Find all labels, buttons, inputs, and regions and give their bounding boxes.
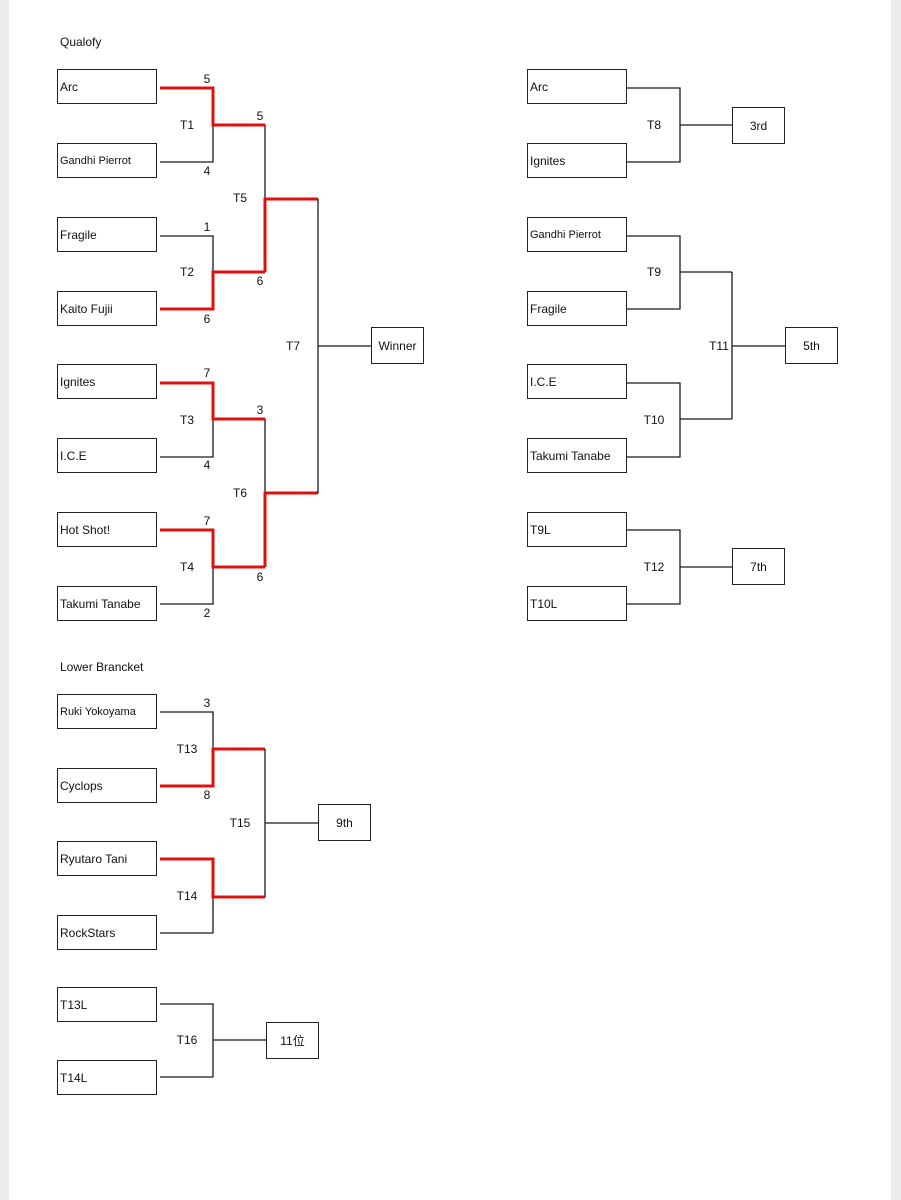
match-label-t8: T8 bbox=[646, 118, 662, 132]
team-slot: Takumi Tanabe bbox=[527, 438, 627, 473]
team-slot: Gandhi Pierrot bbox=[57, 143, 157, 178]
team-slot: T13L bbox=[57, 987, 157, 1022]
match-label-t12: T12 bbox=[643, 560, 665, 574]
result-box-3rd: 3rd bbox=[732, 107, 785, 144]
winner-box: Winner bbox=[371, 327, 424, 364]
team-slot: Hot Shot! bbox=[57, 512, 157, 547]
match-label-t5: T5 bbox=[232, 191, 248, 205]
match-label-t7: T7 bbox=[285, 339, 301, 353]
score-label: 3 bbox=[256, 403, 264, 417]
match-label-t6: T6 bbox=[232, 486, 248, 500]
result-box-7th: 7th bbox=[732, 548, 785, 585]
match-label-t9: T9 bbox=[646, 265, 662, 279]
score-label: 2 bbox=[203, 606, 211, 620]
team-slot: T10L bbox=[527, 586, 627, 621]
score-label: 6 bbox=[256, 570, 264, 584]
team-slot: Gandhi Pierrot bbox=[527, 217, 627, 252]
team-slot: Arc bbox=[57, 69, 157, 104]
score-label: 4 bbox=[203, 458, 211, 472]
score-label: 5 bbox=[256, 109, 264, 123]
score-label: 1 bbox=[203, 220, 211, 234]
team-slot: Fragile bbox=[527, 291, 627, 326]
team-slot: Cyclops bbox=[57, 768, 157, 803]
team-slot: Ignites bbox=[57, 364, 157, 399]
team-slot: Takumi Tanabe bbox=[57, 586, 157, 621]
team-slot: Fragile bbox=[57, 217, 157, 252]
score-label: 7 bbox=[203, 366, 211, 380]
result-box-11th: 11位 bbox=[266, 1022, 319, 1059]
score-label: 7 bbox=[203, 514, 211, 528]
team-slot: T14L bbox=[57, 1060, 157, 1095]
match-label-t11: T11 bbox=[709, 339, 729, 353]
match-label-t13: T13 bbox=[176, 742, 198, 756]
match-label-t1: T1 bbox=[179, 118, 195, 132]
team-slot: Ruki Yokoyama bbox=[57, 694, 157, 729]
score-label: 3 bbox=[203, 696, 211, 710]
team-slot: I.C.E bbox=[57, 438, 157, 473]
team-slot: Ryutaro Tani bbox=[57, 841, 157, 876]
score-label: 6 bbox=[203, 312, 211, 326]
match-label-t2: T2 bbox=[179, 265, 195, 279]
team-slot: RockStars bbox=[57, 915, 157, 950]
score-label: 5 bbox=[203, 72, 211, 86]
team-slot: I.C.E bbox=[527, 364, 627, 399]
result-box-9th: 9th bbox=[318, 804, 371, 841]
match-label-t16: T16 bbox=[176, 1033, 198, 1047]
score-label: 6 bbox=[256, 274, 264, 288]
match-label-t15: T15 bbox=[229, 816, 251, 830]
team-slot: Ignites bbox=[527, 143, 627, 178]
team-slot: T9L bbox=[527, 512, 627, 547]
score-label: 4 bbox=[203, 164, 211, 178]
lower-bracket-title: Lower Brancket bbox=[60, 660, 144, 674]
match-label-t3: T3 bbox=[179, 413, 195, 427]
qualify-title: Qualofy bbox=[60, 35, 102, 49]
team-slot: Arc bbox=[527, 69, 627, 104]
team-slot: Kaito Fujii bbox=[57, 291, 157, 326]
result-box-5th: 5th bbox=[785, 327, 838, 364]
match-label-t4: T4 bbox=[179, 560, 195, 574]
match-label-t10: T10 bbox=[643, 413, 665, 427]
match-label-t14: T14 bbox=[176, 889, 198, 903]
score-label: 8 bbox=[203, 788, 211, 802]
